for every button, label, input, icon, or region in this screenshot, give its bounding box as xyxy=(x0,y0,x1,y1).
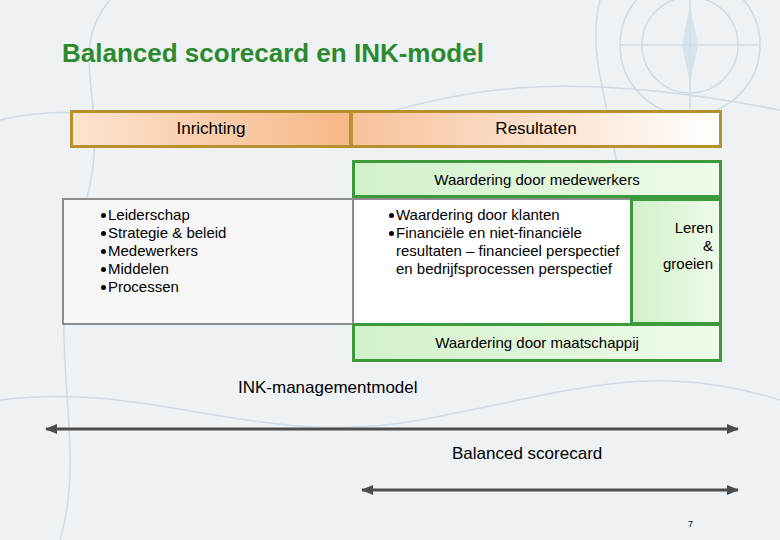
result-column: Leren & groeien xyxy=(630,198,722,325)
bullet-item: Middelen xyxy=(101,260,344,278)
header-text: Inrichting xyxy=(177,119,246,139)
bullet-item: Medewerkers xyxy=(101,242,344,260)
page-number: 7 xyxy=(688,519,693,529)
resultaten-header: Resultaten xyxy=(350,110,722,148)
bullet-text: Medewerkers xyxy=(108,242,198,260)
bullet-dot xyxy=(389,231,394,236)
bullet-text: Financiële en niet-financiële resultaten… xyxy=(396,224,620,278)
bullet-dot xyxy=(101,213,106,218)
bullet-item: Leiderschap xyxy=(101,206,344,224)
result-band: Waardering door maatschappij xyxy=(352,323,722,362)
bullet-dot xyxy=(389,213,394,218)
result-band: Waardering door medewerkers xyxy=(352,160,722,198)
result-box: Waardering door klantenFinanciële en nie… xyxy=(352,198,632,325)
bullet-dot xyxy=(101,249,106,254)
inrichting-header: Inrichting xyxy=(70,110,352,148)
bullet-dot xyxy=(101,285,106,290)
bullet-item: Financiële en niet-financiële resultaten… xyxy=(389,224,620,278)
box-content: LeiderschapStrategie & beleidMedewerkers… xyxy=(64,200,352,302)
bullet-item: Processen xyxy=(101,278,344,296)
box-content: Leren & groeien xyxy=(633,201,719,279)
model-label: Balanced scorecard xyxy=(452,444,602,464)
band-text: Waardering door maatschappij xyxy=(435,334,639,351)
box-content: Resultaten xyxy=(353,113,719,145)
bullet-text: Strategie & beleid xyxy=(108,224,226,242)
bsc-scope-arrow xyxy=(362,489,738,492)
enabler-box: LeiderschapStrategie & beleidMedewerkers… xyxy=(62,198,354,325)
bullet-text: Waardering door klanten xyxy=(396,206,560,224)
column-text: Leren & groeien xyxy=(663,219,713,273)
box-content: Waardering door medewerkers xyxy=(355,163,719,195)
bullet-text: Leiderschap xyxy=(108,206,190,224)
box-content: Waardering door maatschappij xyxy=(355,326,719,359)
box-content: Waardering door klantenFinanciële en nie… xyxy=(354,200,630,284)
slide-title: Balanced scorecard en INK-model xyxy=(62,38,484,69)
bullet-item: Strategie & beleid xyxy=(101,224,344,242)
ink-scope-arrow xyxy=(46,428,738,431)
bullet-item: Waardering door klanten xyxy=(389,206,620,224)
band-text: Waardering door medewerkers xyxy=(434,171,639,188)
header-text: Resultaten xyxy=(495,119,576,139)
model-label: INK-managementmodel xyxy=(238,378,418,398)
bullet-text: Processen xyxy=(108,278,179,296)
bullet-dot xyxy=(101,231,106,236)
bullet-dot xyxy=(101,267,106,272)
box-content: Inrichting xyxy=(73,113,349,145)
bullet-text: Middelen xyxy=(108,260,169,278)
